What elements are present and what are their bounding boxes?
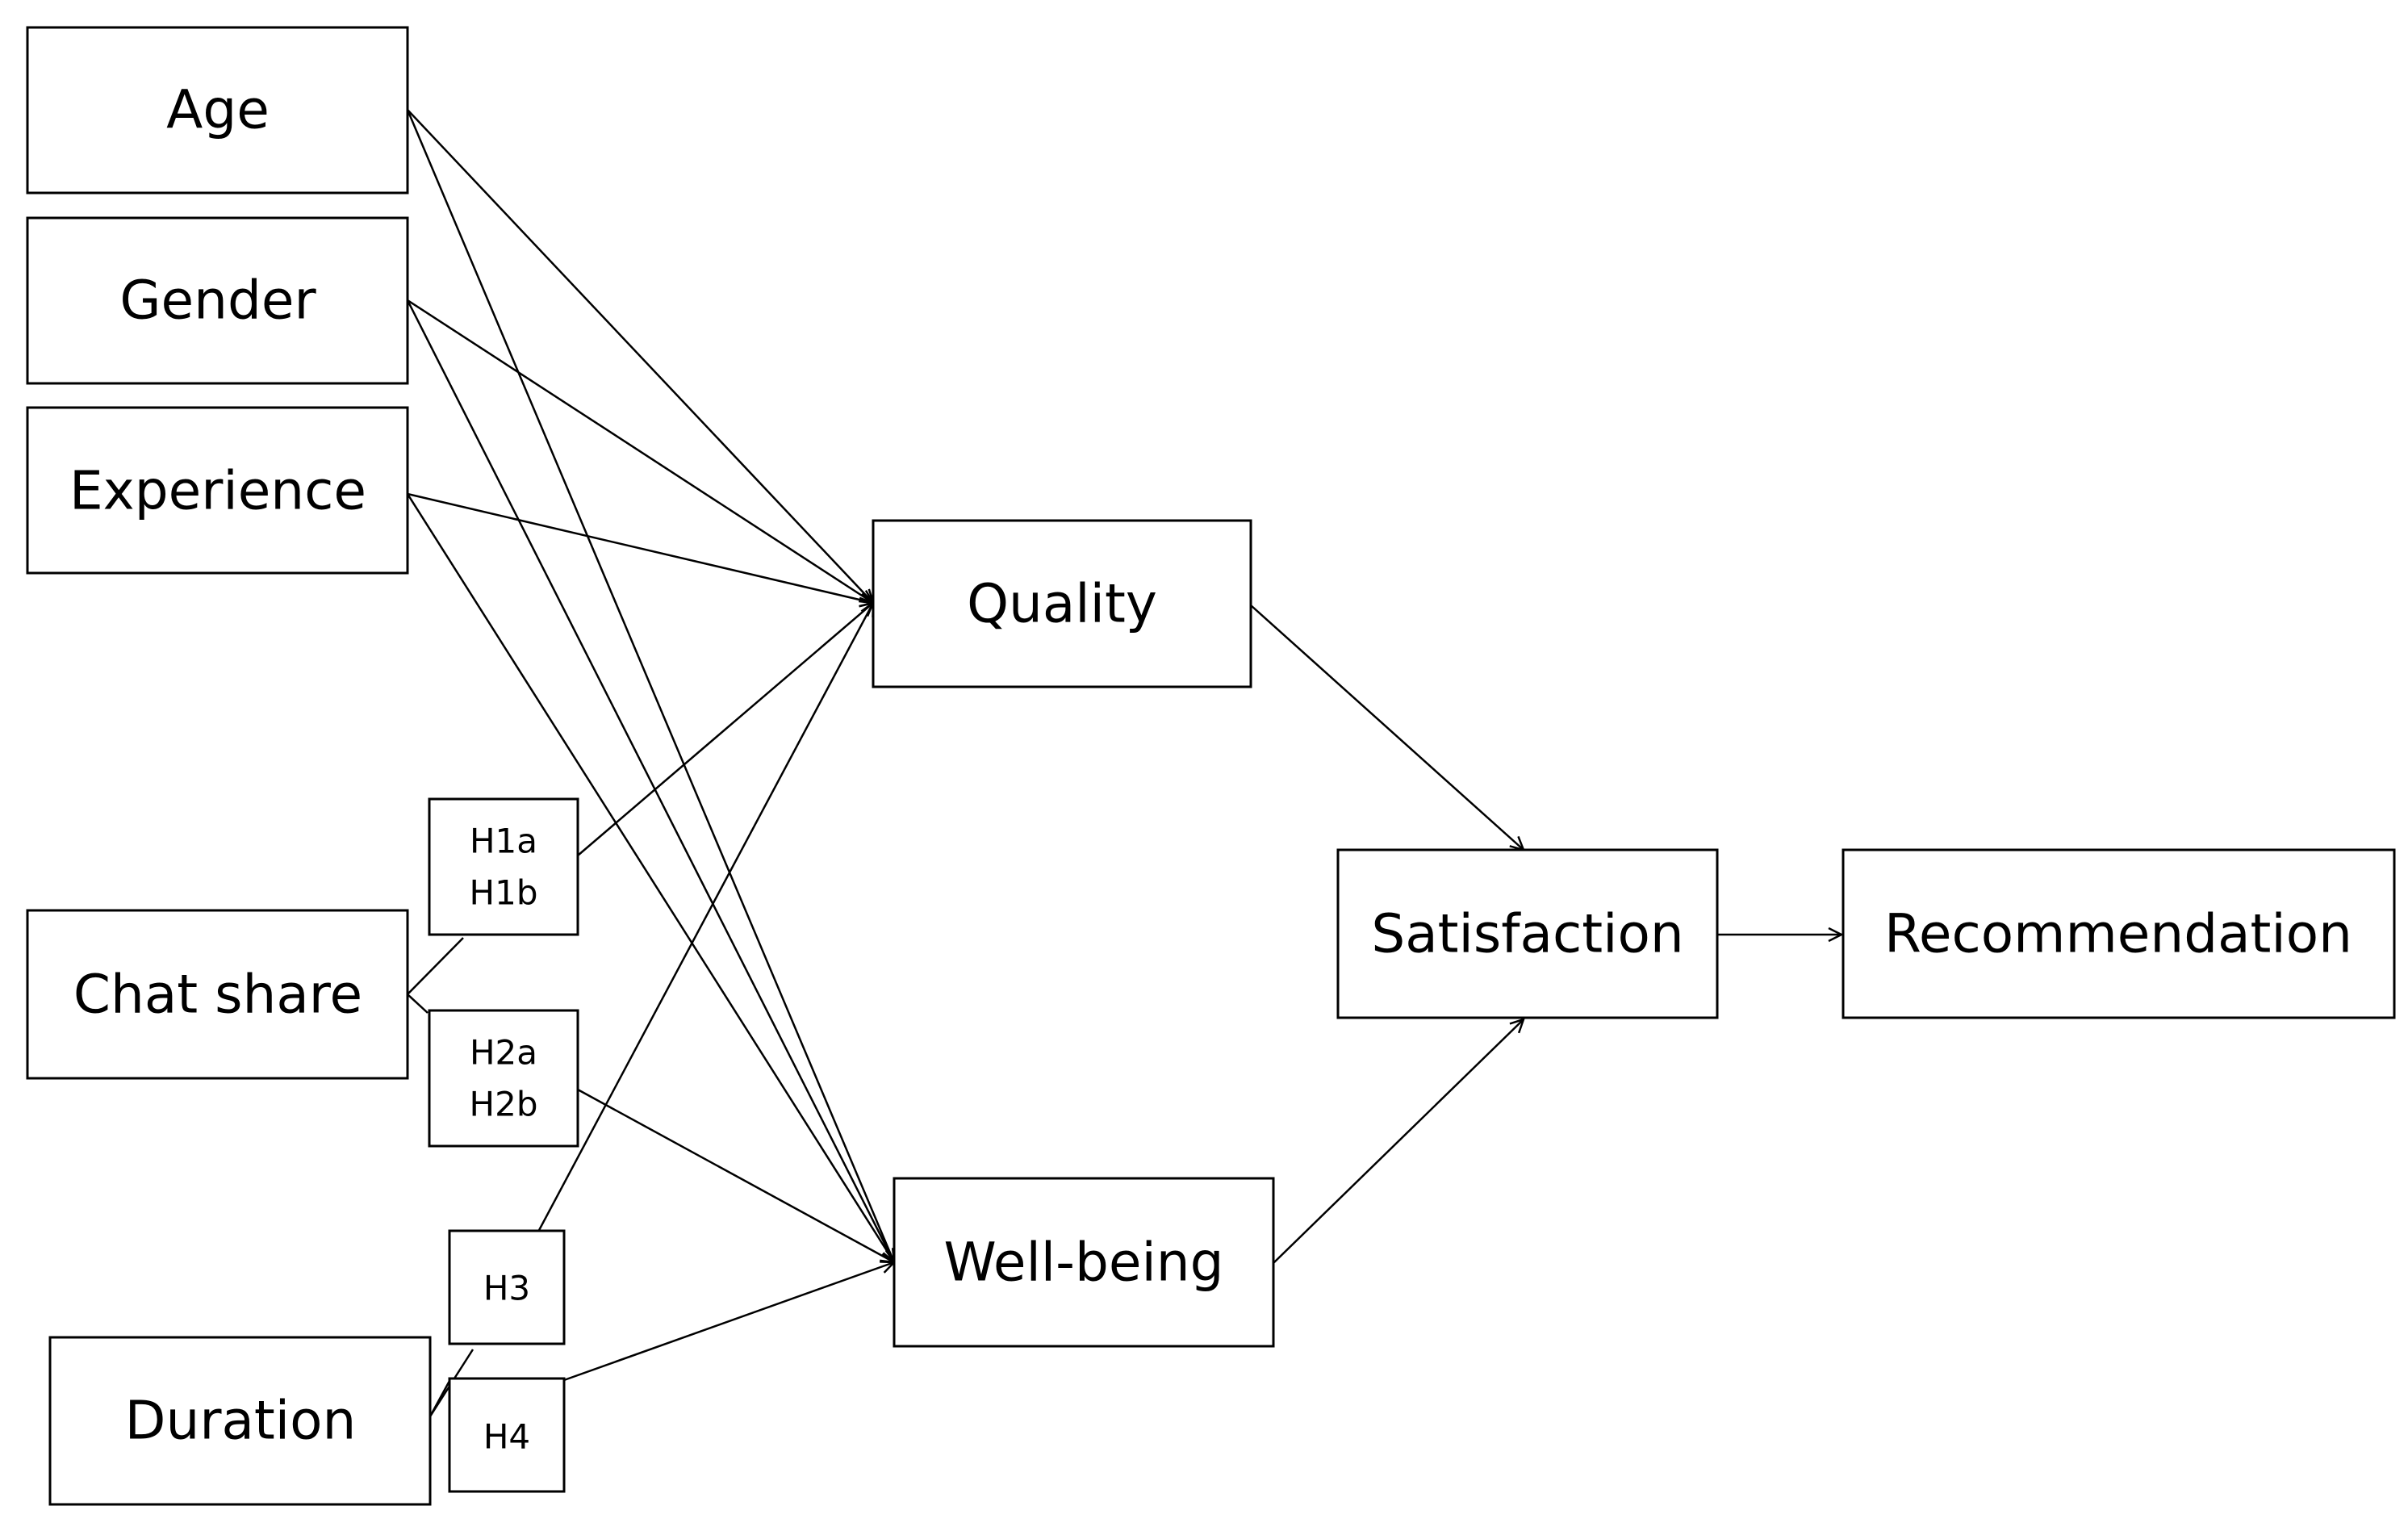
node-duration: Duration (48, 1336, 432, 1506)
hypothesis-h2-box: H2a H2b (428, 1009, 579, 1148)
edge-experience-quality (407, 492, 873, 603)
node-quality-label: Quality (967, 573, 1157, 635)
node-gender: Gender (26, 216, 409, 385)
edge-quality-satisfaction (1250, 605, 1524, 850)
hypothesis-h2b-label: H2b (470, 1085, 538, 1124)
edge-age-quality (407, 109, 873, 603)
edge-well-being-satisfaction (1273, 1019, 1524, 1264)
node-satisfaction-label: Satisfaction (1371, 903, 1683, 965)
node-recommendation: Recommendation (1842, 848, 2396, 1019)
edge-experience-well-being (406, 493, 894, 1262)
node-chat-share-label: Chat share (73, 964, 362, 1026)
hypothesis-h1b-label: H1b (470, 873, 538, 913)
edge-chat-share-h2 (407, 994, 429, 1014)
node-duration-label: Duration (125, 1390, 357, 1452)
hypothesis-h3-box: H3 (448, 1229, 566, 1345)
node-quality: Quality (872, 519, 1252, 688)
edge-h4-well-being (563, 1262, 894, 1382)
edges (406, 109, 1842, 1417)
hypothesis-h4-box: H4 (448, 1377, 566, 1493)
node-experience-label: Experience (69, 460, 366, 522)
node-gender-label: Gender (119, 270, 316, 332)
edge-h2-well-being (577, 1088, 894, 1262)
edge-gender-quality (407, 299, 873, 603)
edge-h1-quality (577, 603, 873, 856)
hypothesis-h2a-label: H2a (470, 1033, 537, 1073)
node-chat-share: Chat share (26, 909, 409, 1080)
node-age: Age (26, 26, 409, 195)
edge-duration-h4 (429, 1380, 451, 1417)
edge-gender-well-being (406, 299, 894, 1262)
node-age-label: Age (166, 79, 270, 141)
node-experience: Experience (26, 406, 409, 575)
hypothesis-h4-label: H4 (483, 1417, 530, 1457)
hypothesis-h1a-label: H1a (470, 822, 537, 861)
node-well-being-label: Well-being (943, 1232, 1223, 1294)
edge-age-well-being (406, 109, 894, 1262)
node-recommendation-label: Recommendation (1884, 903, 2352, 965)
edge-chat-share-h1 (407, 937, 464, 995)
node-satisfaction: Satisfaction (1336, 848, 1719, 1019)
edge-h3-quality (536, 603, 873, 1234)
node-well-being: Well-being (893, 1177, 1275, 1348)
hypothesis-h1-box: H1a H1b (428, 797, 579, 936)
hypothesis-h3-label: H3 (483, 1269, 530, 1308)
